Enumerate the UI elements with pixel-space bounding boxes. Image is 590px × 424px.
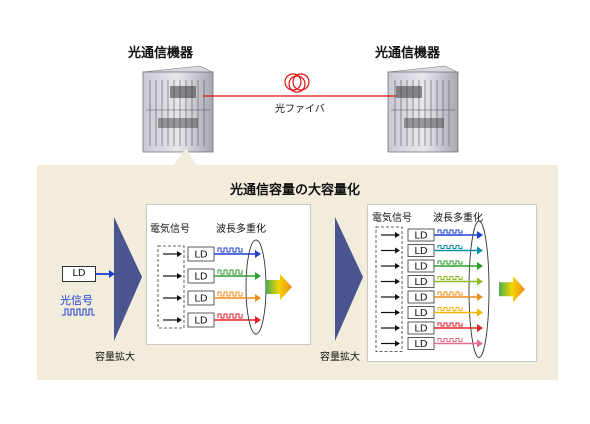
ld-label: LD [414, 262, 428, 273]
input-arrowhead-icon [395, 263, 400, 269]
wave-pulse-icon [437, 276, 463, 280]
wavelength-arrowhead-icon [477, 246, 483, 255]
wave-pulse-icon [437, 229, 463, 234]
input-arrowhead-icon [395, 294, 400, 300]
input-arrowhead-icon [395, 340, 400, 347]
stage3-electric-label: 電気信号 [372, 213, 412, 224]
wave-pulse-icon [437, 307, 463, 311]
wavelength-arrowhead-icon [255, 250, 261, 258]
wavelength-arrowhead-icon [255, 294, 261, 302]
fiber-label: 光ファイバ [275, 104, 325, 115]
stage3-diagram: LD LD LD LD LD LD LD LD [375, 220, 525, 358]
right-device-title: 光通信機器 [375, 46, 441, 61]
wavelength-arrowhead-icon [255, 272, 261, 280]
wave-pulse-icon [437, 291, 463, 296]
wave-pulse-icon [217, 247, 243, 253]
wavelength-arrowhead-icon [477, 293, 483, 301]
wavelength-arrowhead-icon [477, 277, 483, 286]
output-arrow-icon [266, 274, 292, 300]
input-arrowhead-icon [395, 232, 400, 238]
chevron-icon [335, 217, 363, 341]
ld-label: LD [194, 316, 208, 327]
stage1-arrow [96, 270, 115, 278]
stage1-signal-label: 光信号 [60, 294, 93, 307]
stage3-wdm-label: 波長多重化 [433, 213, 483, 224]
right-rack-icon [386, 65, 459, 153]
wave-pulse-icon [217, 269, 243, 275]
ld-label: LD [414, 277, 428, 288]
wave-pulse-icon [437, 245, 463, 249]
wavelength-arrowhead-icon [477, 231, 483, 239]
input-arrowhead-icon [395, 247, 400, 254]
left-device-title: 光通信機器 [128, 46, 194, 61]
stage2-electric-label: 電気信号 [150, 224, 190, 235]
panel-title: 光通信容量の大容量化 [230, 183, 361, 198]
wavelength-arrowhead-icon [477, 262, 483, 270]
wave-pulse-icon [217, 313, 243, 319]
ld-label: LD [194, 272, 208, 283]
input-arrowhead-icon [177, 317, 182, 323]
stage2-wdm-label: 波長多重化 [216, 224, 266, 235]
ld-label: LD [414, 246, 428, 257]
input-arrowhead-icon [395, 325, 400, 331]
wave-pulse-icon [437, 322, 463, 327]
equipment-illustration [141, 65, 459, 153]
wave-pulse-icon [437, 338, 463, 342]
ld-label: LD [194, 250, 208, 261]
wavelength-arrowhead-icon [477, 339, 483, 348]
wavelength-arrowhead-icon [477, 324, 483, 332]
wave-pulse-icon [437, 260, 463, 265]
stage1-pulse-icon [62, 308, 95, 316]
wdm-multiplexer-icon [468, 220, 490, 358]
input-arrowhead-icon [177, 295, 182, 301]
ld-label: LD [414, 339, 428, 350]
ld-label: LD [414, 324, 428, 335]
stage1-ld-box: LD [62, 266, 96, 282]
input-arrowhead-icon [395, 309, 400, 316]
ld-label: LD [414, 293, 428, 304]
electric-signal-box [157, 245, 185, 329]
input-arrowhead-icon [395, 278, 400, 285]
ld-label: LD [414, 231, 428, 242]
input-arrowhead-icon [177, 251, 182, 257]
chevron-icon [114, 217, 142, 341]
ld-label: LD [414, 308, 428, 319]
stage1-ld-label: LD [72, 268, 86, 279]
electric-signal-box [375, 226, 403, 352]
fiber-coil-icon [284, 73, 310, 93]
wavelength-arrowhead-icon [477, 308, 483, 317]
output-arrow-icon [499, 276, 525, 303]
stage2-diagram: LD LD LD LD [157, 239, 292, 335]
ld-label: LD [194, 294, 208, 305]
capacity-expansion-label-1: 容量拡大 [95, 352, 135, 363]
input-arrowhead-icon [177, 273, 182, 279]
wavelength-arrowhead-icon [255, 316, 261, 324]
capacity-expansion-label-2: 容量拡大 [320, 352, 360, 363]
left-rack-icon [141, 65, 214, 153]
wave-pulse-icon [217, 291, 243, 297]
